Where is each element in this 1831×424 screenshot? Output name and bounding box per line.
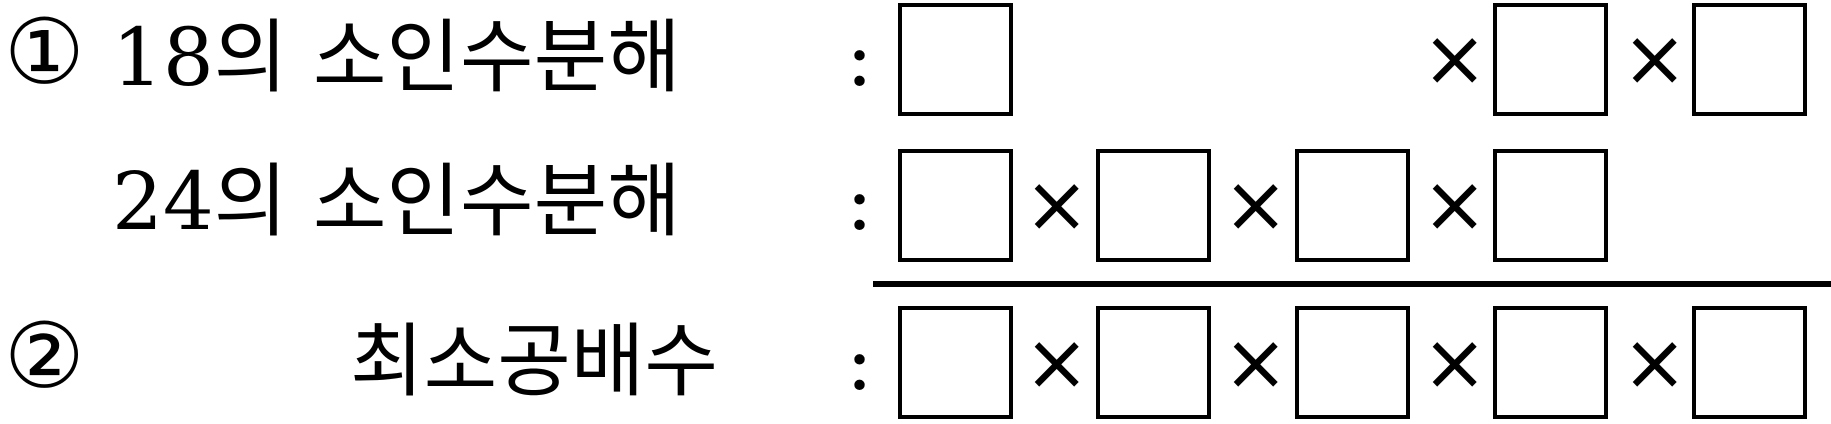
- row2-colon: :: [846, 155, 873, 248]
- row3-times-1: ×: [1024, 318, 1090, 408]
- row3-answer-box-5[interactable]: [1692, 306, 1807, 419]
- row1-times-2: ×: [1622, 14, 1688, 104]
- row2-label: 24의 소인수분해: [112, 155, 681, 248]
- row3-times-2: ×: [1223, 318, 1289, 408]
- row3-label: 최소공배수: [350, 315, 718, 408]
- row1-colon: :: [846, 11, 873, 104]
- row1-label: 18의 소인수분해: [112, 11, 681, 104]
- row2-times-2: ×: [1223, 160, 1289, 250]
- row3-answer-box-4[interactable]: [1493, 306, 1608, 419]
- row3-times-3: ×: [1422, 318, 1488, 408]
- row3-answer-box-3[interactable]: [1295, 306, 1410, 419]
- row2-answer-box-3[interactable]: [1295, 149, 1410, 262]
- row2-times-3: ×: [1422, 160, 1488, 250]
- row3-times-4: ×: [1622, 318, 1688, 408]
- row2-answer-box-2[interactable]: [1096, 149, 1211, 262]
- row2-answer-box-1[interactable]: [898, 149, 1013, 262]
- row1-times-1: ×: [1422, 14, 1488, 104]
- row3-answer-box-1[interactable]: [898, 306, 1013, 419]
- row3-colon: :: [846, 315, 873, 408]
- row1-answer-box-1[interactable]: [898, 3, 1013, 116]
- row1-answer-box-2[interactable]: [1493, 3, 1608, 116]
- problem-number-2: ②: [4, 304, 85, 409]
- separator-line: [873, 281, 1831, 287]
- problem-number-1: ①: [4, 0, 85, 105]
- row2-answer-box-4[interactable]: [1493, 149, 1608, 262]
- row1-answer-box-3[interactable]: [1692, 3, 1807, 116]
- row2-times-1: ×: [1024, 160, 1090, 250]
- row3-answer-box-2[interactable]: [1096, 306, 1211, 419]
